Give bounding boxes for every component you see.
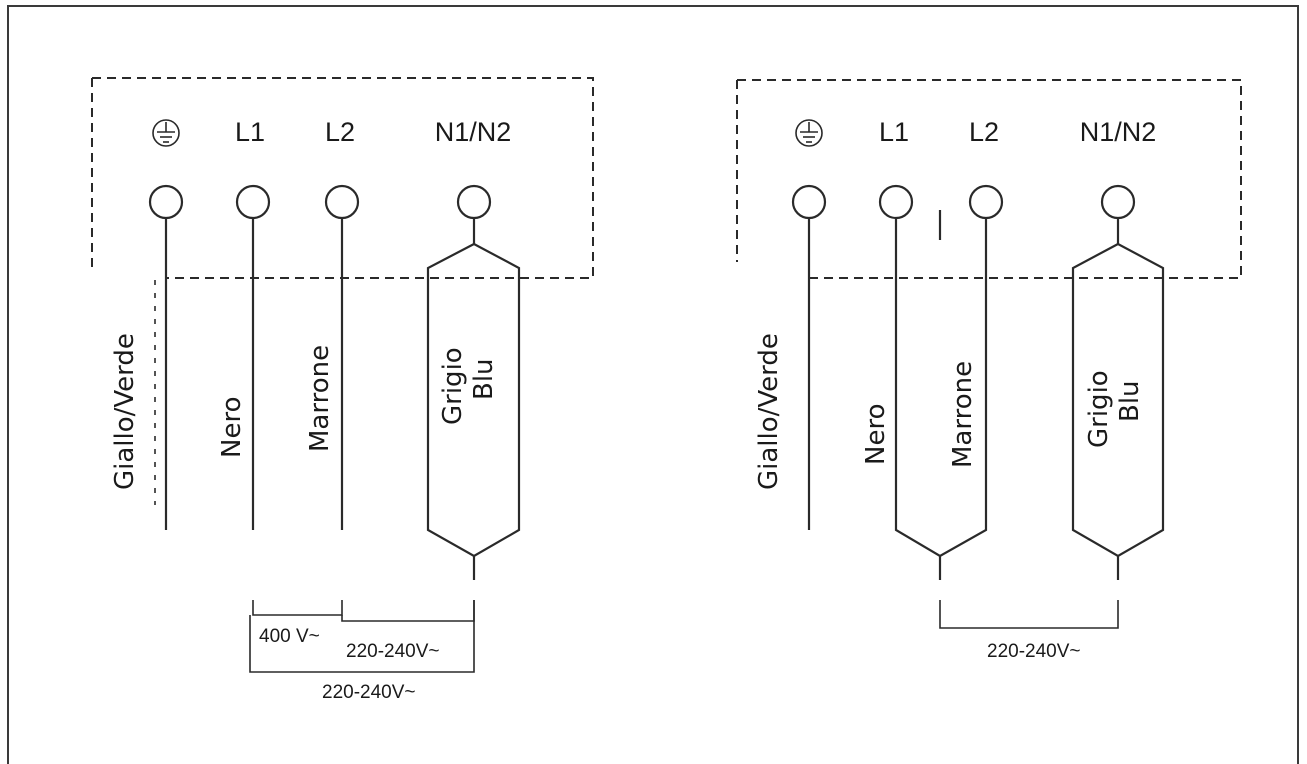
bracket-220v <box>939 600 1119 629</box>
terminal-ground <box>148 184 184 220</box>
voltage-label-220v-inner: 220-240V~ <box>346 641 440 662</box>
voltage-label-220v: 220-240V~ <box>987 641 1081 662</box>
voltage-label-400v: 400 V~ <box>259 626 320 647</box>
wire-label-giallo-verde: Giallo/Verde <box>754 333 784 490</box>
wire-label-giallo-verde: Giallo/Verde <box>110 333 140 490</box>
terminal-n1n2 <box>1100 184 1136 220</box>
bracket-220v-inner <box>341 600 475 622</box>
ground-symbol-icon <box>795 119 823 147</box>
bracket-220v-outer <box>249 600 475 673</box>
terminal-l2 <box>968 184 1004 220</box>
ground-symbol-icon <box>152 119 180 147</box>
bracket-400v <box>252 600 343 616</box>
terminal-label-l1: L1 <box>235 117 265 147</box>
diagram-right: L1 L2 N1/N2 Giallo/Verde Nero Marrone Gr… <box>736 79 1242 662</box>
terminal-l1 <box>235 184 271 220</box>
terminal-box-right <box>737 79 1242 279</box>
outer-frame <box>7 5 1299 764</box>
terminal-box-left <box>92 77 594 279</box>
terminal-label-l1: L1 <box>879 117 909 147</box>
wire-label-grigio: Grigio <box>1084 370 1114 448</box>
voltage-label-220v-outer: 220-240V~ <box>322 682 416 703</box>
wire-label-nero: Nero <box>861 404 891 465</box>
wire-label-grigio: Grigio <box>438 347 468 425</box>
terminal-label-n1n2: N1/N2 <box>1080 117 1157 147</box>
terminal-l1 <box>878 184 914 220</box>
terminal-label-n1n2: N1/N2 <box>435 117 512 147</box>
wire-label-nero: Nero <box>217 397 247 458</box>
terminal-label-l2: L2 <box>325 117 355 147</box>
terminal-n1n2 <box>456 184 492 220</box>
wire-label-marrone: Marrone <box>305 345 335 452</box>
wire-label-blu: Blu <box>469 358 499 400</box>
terminal-ground <box>791 184 827 220</box>
wire-label-blu: Blu <box>1115 380 1145 422</box>
terminal-l2 <box>324 184 360 220</box>
wire-label-marrone: Marrone <box>948 361 978 468</box>
diagram-left: L1 L2 N1/N2 Giallo/Verde Nero Marrone Gr… <box>91 77 594 703</box>
terminal-label-l2: L2 <box>969 117 999 147</box>
